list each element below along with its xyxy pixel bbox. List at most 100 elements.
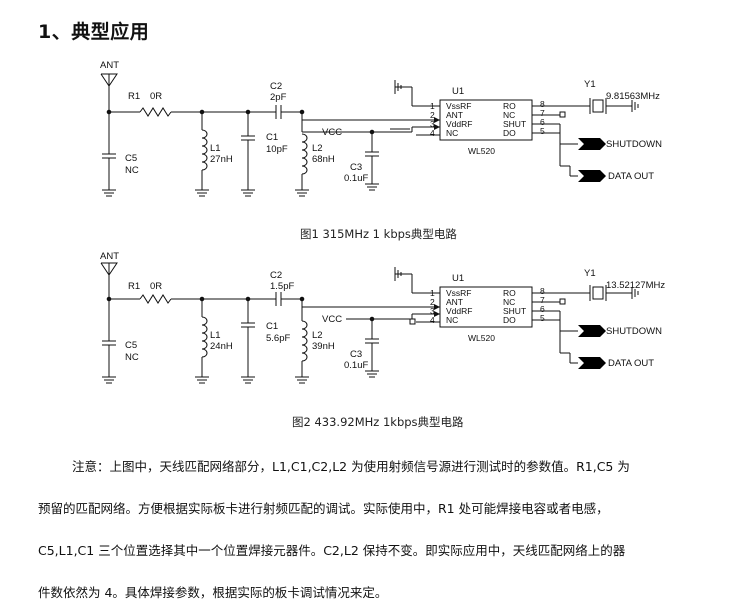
schematic-figure-1: ANT R1 0R C2 2pF C5 NC L1 2 bbox=[100, 60, 662, 197]
pin-name-ant: ANT bbox=[446, 297, 463, 307]
resistor-r1: R1 0R bbox=[128, 281, 172, 304]
pin-name-nc-left: NC bbox=[446, 128, 458, 138]
u1-label: U1 bbox=[452, 86, 464, 97]
pin-name-nc-right: NC bbox=[503, 297, 515, 307]
pin-num-2: 2 bbox=[430, 297, 435, 307]
pin-num-5: 5 bbox=[540, 126, 545, 136]
c5-label: C5 bbox=[125, 340, 137, 351]
shutdown-port: SHUTDOWN bbox=[559, 124, 662, 150]
c3-value: 0.1uF bbox=[344, 173, 368, 184]
vcc-label: VCC bbox=[322, 127, 342, 138]
pin-name-nc-left: NC bbox=[446, 315, 458, 325]
l1-value: 24nH bbox=[210, 341, 233, 352]
y1-label: Y1 bbox=[584, 268, 596, 279]
note-paragraph: 注意：上图中，天线匹配网络部分，L1,C1,C2,L2 为使用射频信号源进行测试… bbox=[38, 446, 698, 614]
pin-num-8: 8 bbox=[540, 99, 545, 109]
pin-num-3: 3 bbox=[430, 119, 435, 129]
chip-u1: U1 1 2 3 4 VssRF ANT VddRF NC RO NC SHUT… bbox=[430, 273, 545, 343]
pin-name-vddrf: VddRF bbox=[446, 119, 472, 129]
capacitor-c2: C2 2pF bbox=[270, 81, 287, 119]
note-line-3: C5,L1,C1 三个位置选择其中一个位置焊接元器件。C2,L2 保持不变。即实… bbox=[38, 543, 626, 558]
r1-value: 0R bbox=[150, 91, 162, 102]
c2-label: C2 bbox=[270, 81, 282, 92]
pin-num-1: 1 bbox=[430, 101, 435, 111]
antenna-label: ANT bbox=[100, 60, 119, 71]
pin-num-5: 5 bbox=[540, 313, 545, 323]
schematic-figure-2: ANT R1 0R C2 1.5pF C5 NC L1 24nH bbox=[100, 251, 665, 384]
c1-label: C1 bbox=[266, 321, 278, 332]
c5-label: C5 bbox=[125, 153, 137, 164]
l1-label: L1 bbox=[210, 330, 221, 341]
pin-name-shut: SHUT bbox=[503, 306, 526, 316]
pin-num-4: 4 bbox=[430, 128, 435, 138]
inductor-l2: L2 39nH bbox=[295, 299, 335, 384]
pin-num-6: 6 bbox=[540, 117, 545, 127]
r1-label: R1 bbox=[128, 281, 140, 292]
pin-num-3: 3 bbox=[430, 306, 435, 316]
chip-u1: U1 1 2 3 4 VssRF ANT VddRF NC RO NC SHUT… bbox=[430, 86, 545, 156]
pin-name-ant: ANT bbox=[446, 110, 463, 120]
c2-value: 2pF bbox=[270, 92, 287, 103]
chip-name: WL520 bbox=[468, 146, 495, 156]
pin-name-vssrf: VssRF bbox=[446, 288, 472, 298]
shutdown-label: SHUTDOWN bbox=[606, 326, 662, 337]
capacitor-c2: C2 1.5pF bbox=[270, 270, 294, 306]
resistor-r1: R1 0R bbox=[128, 91, 172, 117]
data-out-port: DATA OUT bbox=[559, 133, 654, 182]
antenna-symbol: ANT bbox=[100, 251, 119, 299]
data-out-label: DATA OUT bbox=[608, 358, 654, 369]
c3-label: C3 bbox=[350, 162, 362, 173]
capacitor-c1: C1 10pF bbox=[241, 112, 288, 197]
pin-num-1: 1 bbox=[430, 288, 435, 298]
pin-num-7: 7 bbox=[540, 108, 545, 118]
pin-name-do: DO bbox=[503, 128, 516, 138]
c3-label: C3 bbox=[350, 349, 362, 360]
l2-value: 39nH bbox=[312, 341, 335, 352]
pin-num-4: 4 bbox=[430, 315, 435, 325]
l2-label: L2 bbox=[312, 143, 323, 154]
l2-value: 68nH bbox=[312, 154, 335, 165]
chip-name: WL520 bbox=[468, 333, 495, 343]
r1-label: R1 bbox=[128, 91, 140, 102]
antenna-symbol: ANT bbox=[100, 60, 119, 112]
l1-label: L1 bbox=[210, 143, 221, 154]
pin-name-nc-right: NC bbox=[503, 110, 515, 120]
data-out-port: DATA OUT bbox=[559, 320, 654, 369]
pin-name-ro: RO bbox=[503, 288, 516, 298]
r1-value: 0R bbox=[150, 281, 162, 292]
pin-num-2: 2 bbox=[430, 110, 435, 120]
c1-value: 5.6pF bbox=[266, 333, 290, 344]
section-heading: 1、典型应用 bbox=[38, 21, 150, 43]
vcc-label: VCC bbox=[322, 314, 342, 325]
vcc-net: VCC C3 0.1uF bbox=[322, 127, 412, 191]
pin-num-6: 6 bbox=[540, 304, 545, 314]
inductor-l1: L1 27nH bbox=[195, 112, 233, 197]
c2-label: C2 bbox=[270, 270, 282, 281]
l1-value: 27nH bbox=[210, 154, 233, 165]
u1-label: U1 bbox=[452, 273, 464, 284]
capacitor-c5: C5 NC bbox=[102, 112, 139, 197]
figure-2-caption: 图2 433.92MHz 1kbps典型电路 bbox=[292, 415, 464, 429]
c3-value: 0.1uF bbox=[344, 360, 368, 371]
figure-1-caption: 图1 315MHz 1 kbps典型电路 bbox=[300, 227, 457, 241]
c2-value: 1.5pF bbox=[270, 281, 294, 292]
pin-name-vddrf: VddRF bbox=[446, 306, 472, 316]
vssrf-ground bbox=[394, 80, 440, 107]
crystal-y1: Y1 13.52127MHz bbox=[584, 268, 665, 301]
pin-name-ro: RO bbox=[503, 101, 516, 111]
note-line-4: 件数依然为 4。具体焊接参数，根据实际的板卡调试情况来定。 bbox=[38, 585, 388, 600]
pin-name-shut: SHUT bbox=[503, 119, 526, 129]
pin-num-8: 8 bbox=[540, 286, 545, 296]
shutdown-label: SHUTDOWN bbox=[606, 139, 662, 150]
inductor-l1: L1 24nH bbox=[195, 299, 233, 384]
shutdown-port: SHUTDOWN bbox=[559, 311, 662, 337]
capacitor-c1: C1 5.6pF bbox=[241, 299, 290, 384]
inductor-l2: L2 68nH bbox=[295, 112, 335, 197]
capacitor-c5: C5 NC bbox=[102, 299, 139, 384]
data-out-label: DATA OUT bbox=[608, 171, 654, 182]
y1-label: Y1 bbox=[584, 79, 596, 90]
vcc-net: VCC C3 0.1uF bbox=[322, 311, 440, 378]
crystal-y1: Y1 9.81563MHz bbox=[584, 79, 660, 114]
c5-value: NC bbox=[125, 165, 139, 176]
l2-label: L2 bbox=[312, 330, 323, 341]
